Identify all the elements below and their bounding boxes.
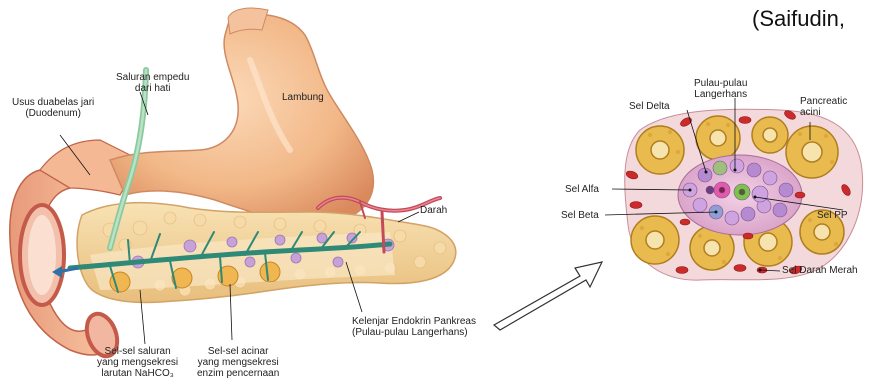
hollow-arrow [494, 262, 602, 330]
label-beta-cell: Sel Beta [561, 210, 599, 221]
label-pancreatic-acini: Pancreatic acini [800, 96, 847, 118]
label-duodenum: Usus duabelas jari (Duodenum) [12, 97, 94, 119]
citation-text: (Saifudin, [752, 6, 845, 32]
label-islets: Pulau-pulau Langerhans [694, 78, 747, 100]
label-endocrine-gland: Kelenjar Endokrin Pankreas (Pulau-pulau … [352, 316, 476, 338]
label-bile-duct: Saluran empedu dari hati [116, 72, 189, 94]
label-duct-cells: Sel-sel saluran yang mengsekresi larutan… [97, 346, 178, 379]
label-acinar-cells: Sel-sel acinar yang mengsekresi enzim pe… [197, 346, 279, 379]
label-stomach: Lambung [282, 92, 324, 103]
label-red-blood-cell: Sel Darah Merah [782, 265, 858, 276]
label-pp-cell: Sel PP [817, 210, 848, 221]
label-delta-cell: Sel Delta [629, 101, 670, 112]
stomach-shape [110, 14, 373, 224]
label-blood: Darah [420, 205, 447, 216]
label-alpha-cell: Sel Alfa [565, 184, 599, 195]
